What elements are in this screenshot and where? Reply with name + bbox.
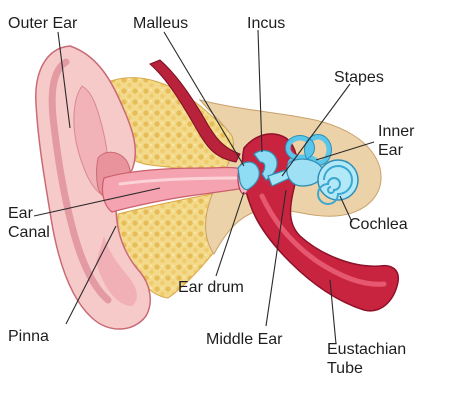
label-stapes: Stapes	[334, 69, 384, 86]
leader-cochlea	[339, 195, 353, 223]
leader-lines	[33, 29, 375, 345]
label-eustachian-line1: Eustachian	[327, 341, 407, 358]
label-middle-ear: Middle Ear	[206, 331, 283, 348]
leader-ear-canal	[33, 187, 161, 217]
label-eustachian-line2: Tube	[327, 360, 363, 377]
ear-canal-highlight	[118, 176, 238, 186]
leader-middle-ear	[265, 189, 287, 327]
eustachian-tube-lumen	[259, 193, 387, 287]
label-inner-ear-line1: Inner	[378, 123, 415, 140]
label-ear-canal-line2: Canal	[8, 224, 50, 241]
pinna-helix-fold	[48, 58, 112, 304]
label-pinna: Pinna	[8, 328, 49, 345]
label-ear-drum: Ear drum	[178, 279, 244, 296]
malleus-bone	[237, 161, 260, 191]
label-cochlea: Cochlea	[349, 216, 408, 233]
leader-inner-ear	[315, 141, 375, 161]
label-inner-ear: Inner Ear	[378, 122, 414, 160]
leader-outer-ear	[57, 31, 71, 129]
cochlea-shape	[317, 159, 359, 205]
leader-pinna	[65, 225, 117, 325]
leader-eustachian	[329, 279, 337, 345]
leader-stapes	[281, 83, 351, 177]
label-incus: Incus	[247, 15, 286, 32]
leader-ear-drum	[215, 191, 245, 277]
label-eustachian-tube: Eustachian Tube	[327, 340, 406, 378]
pinna-shape	[35, 45, 152, 330]
pinna-lobe-shadow	[96, 236, 137, 306]
label-ear-canal-line1: Ear	[8, 205, 33, 222]
leader-malleus	[163, 31, 245, 167]
label-ear-canal: Ear Canal	[8, 204, 50, 242]
label-inner-ear-line2: Ear	[378, 142, 403, 159]
leader-incus	[257, 29, 263, 153]
label-outer-ear: Outer Ear	[8, 15, 78, 32]
muscle-band	[149, 59, 241, 163]
label-malleus: Malleus	[133, 15, 189, 32]
